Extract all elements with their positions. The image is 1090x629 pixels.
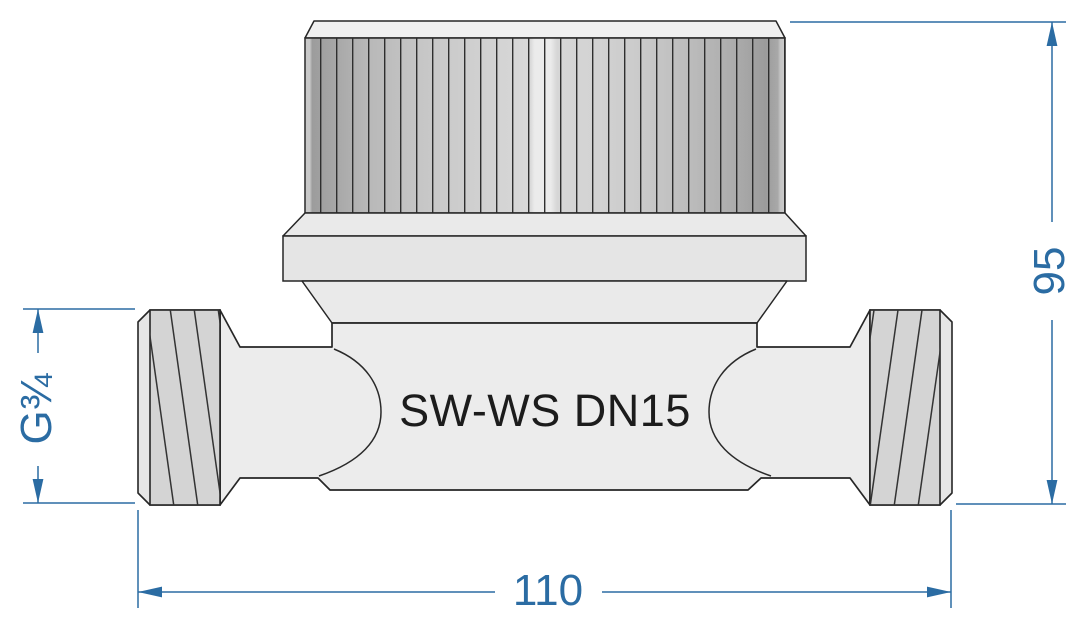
thread-fitting-left xyxy=(137,309,221,506)
flange-to-body-transition xyxy=(301,280,788,324)
dimension-width: 110 xyxy=(137,510,952,615)
register-cap xyxy=(282,20,807,237)
dimension-thread-size: G¾ xyxy=(12,308,135,504)
product-label: SW-WS DN15 xyxy=(399,385,691,436)
cap-to-flange-transition xyxy=(282,212,807,237)
flange xyxy=(282,235,807,282)
cap-knurling-lines xyxy=(305,38,785,213)
meter: SW-WS DN15 xyxy=(137,20,953,506)
arrowhead-up-icon xyxy=(1046,22,1058,46)
dimension-width-label: 110 xyxy=(513,566,583,615)
thread-fitting-right xyxy=(869,309,953,506)
dimension-height: 95 xyxy=(790,21,1074,505)
meter-body xyxy=(219,309,871,506)
arrowhead-left-icon xyxy=(138,586,162,598)
cap-top-chamfer xyxy=(304,20,786,39)
chamber-arc-right xyxy=(708,348,772,477)
arrowhead-down-icon xyxy=(32,479,44,503)
dimension-thread-label: G¾ xyxy=(12,372,61,444)
chamber-arc-left xyxy=(318,348,382,477)
arrowhead-right-icon xyxy=(927,586,951,598)
thread-left-helix-lines xyxy=(150,310,220,505)
thread-right-surface xyxy=(869,309,941,506)
thread-right-helix-lines xyxy=(870,310,940,505)
dimension-height-label: 95 xyxy=(1025,247,1074,296)
arrowhead-up-icon xyxy=(32,309,44,333)
arrowhead-down-icon xyxy=(1046,480,1058,504)
